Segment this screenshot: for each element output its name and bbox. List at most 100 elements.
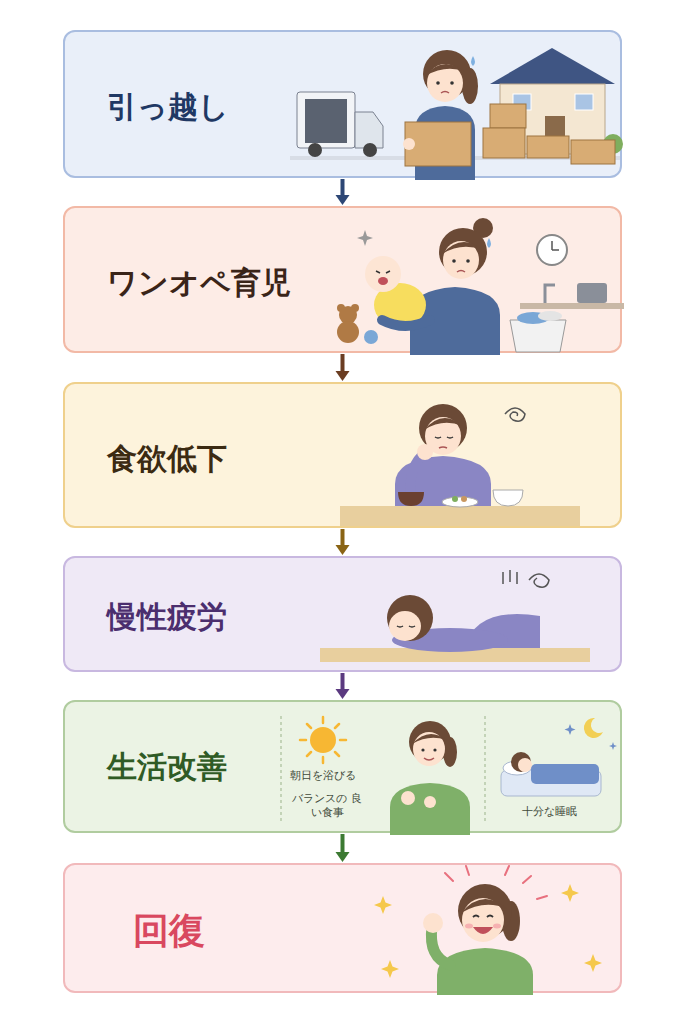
illustration-part: [452, 259, 456, 263]
illustration-part: [427, 64, 463, 102]
illustration-part: [443, 737, 457, 767]
illustration-part: [445, 866, 547, 899]
arrow-head: [336, 852, 350, 862]
illustration-part: [503, 570, 517, 584]
illustration-part: [425, 417, 461, 455]
text-holder: 朝日を浴びる: [290, 769, 356, 783]
illustration-part: [609, 742, 617, 750]
illustration-part: [513, 94, 531, 110]
step-title: 回復: [133, 908, 205, 955]
illustration-part: [364, 330, 378, 344]
illustration-part: [571, 140, 615, 164]
illustration-part: [461, 496, 467, 502]
illustration-part: [424, 796, 436, 808]
step-title: 慢性疲労: [107, 597, 227, 636]
illustration-part: [423, 913, 443, 933]
illustration-part: [538, 311, 562, 321]
illustration-part: [517, 312, 549, 324]
flow-arrow: [336, 179, 350, 205]
illustration-part: [392, 628, 508, 652]
flow-arrow: [336, 673, 350, 699]
illustration-part: [439, 228, 487, 276]
illustration-part: [401, 791, 415, 805]
illustration-part: [412, 734, 446, 744]
arrow-shaft: [341, 529, 345, 545]
arrow-head: [336, 545, 350, 555]
illustration-part: [500, 84, 605, 154]
illustration-part: [545, 285, 555, 303]
step-detail: バランスの 良い食事: [290, 792, 364, 821]
illustration-part: [552, 241, 559, 250]
illustration-part: [471, 56, 475, 66]
text-holder: 生活改善: [107, 747, 227, 786]
illustration-part: [545, 116, 565, 154]
illustration-part: [490, 104, 526, 128]
arrow-head: [336, 195, 350, 205]
illustration-part: [389, 611, 421, 641]
illustration-part: [584, 718, 603, 738]
text-holder: 引っ越し: [107, 87, 229, 126]
arrow-shaft: [341, 354, 345, 371]
illustration-part: [441, 92, 449, 94]
flow-arrow: [336, 834, 350, 862]
moving-step: 引っ越し: [63, 30, 622, 178]
illustration-part: [501, 770, 601, 796]
arrow-head: [336, 689, 350, 699]
fatigue-step: 慢性疲労: [63, 556, 622, 672]
illustration-part: [397, 626, 415, 627]
illustration-part: [355, 112, 383, 148]
illustration-part: [410, 287, 500, 355]
illustration-part: [365, 256, 401, 292]
illustration-part: [502, 901, 520, 941]
illustration-part: [339, 306, 357, 324]
recovery-step: 回復: [63, 863, 622, 993]
illustration-part: [439, 447, 447, 448]
illustration-part: [382, 320, 430, 326]
illustration-part: [308, 143, 322, 157]
illustration-part: [510, 320, 566, 352]
illustration-part: [462, 68, 478, 104]
illustration-part: [376, 271, 390, 273]
illustration-part: [300, 717, 346, 763]
illustration-part: [337, 304, 345, 312]
text-holder: 食欲低下: [107, 439, 227, 478]
illustration-part: [518, 758, 532, 772]
illustration-part: [378, 277, 388, 285]
illustration-part: [442, 497, 478, 507]
illustration-part: [462, 898, 504, 942]
illustration-part: [337, 321, 359, 343]
illustration-part: [575, 94, 593, 110]
illustration-part: [466, 259, 470, 263]
illustration-part: [410, 454, 424, 494]
illustration-part: [483, 134, 507, 158]
arrow-shaft: [341, 179, 345, 195]
illustration-part: [485, 716, 486, 824]
text-holder: 十分な睡眠: [522, 805, 577, 819]
illustration-part: [387, 595, 433, 641]
illustration-part: [424, 758, 434, 760]
text-holder: 慢性疲労: [107, 597, 227, 636]
illustration-part: [363, 143, 377, 157]
flow-arrow: [336, 354, 350, 381]
illustration-part: [490, 48, 615, 84]
arrow-shaft: [341, 673, 345, 689]
step-title: 食欲低下: [107, 439, 227, 478]
illustration-part: [433, 748, 436, 751]
illustration-part: [290, 156, 620, 160]
text-holder: バランスの 良い食事: [290, 792, 364, 821]
illustration-part: [340, 506, 580, 526]
illustration-part: [527, 136, 569, 158]
illustration-part: [457, 271, 465, 273]
illustration-part: [458, 884, 512, 938]
illustration-part: [421, 748, 424, 751]
illustration-part: [417, 444, 433, 460]
illustration-part: [503, 761, 531, 775]
illustration-part: [529, 574, 549, 587]
parenting-step: ワンオペ育児: [63, 206, 622, 353]
illustration-part: [473, 218, 493, 238]
step-detail: 朝日を浴びる: [290, 769, 356, 783]
arrow-head: [336, 371, 350, 381]
illustration-part: [390, 783, 470, 835]
illustration-part: [565, 724, 576, 735]
illustration-part: [297, 92, 355, 148]
